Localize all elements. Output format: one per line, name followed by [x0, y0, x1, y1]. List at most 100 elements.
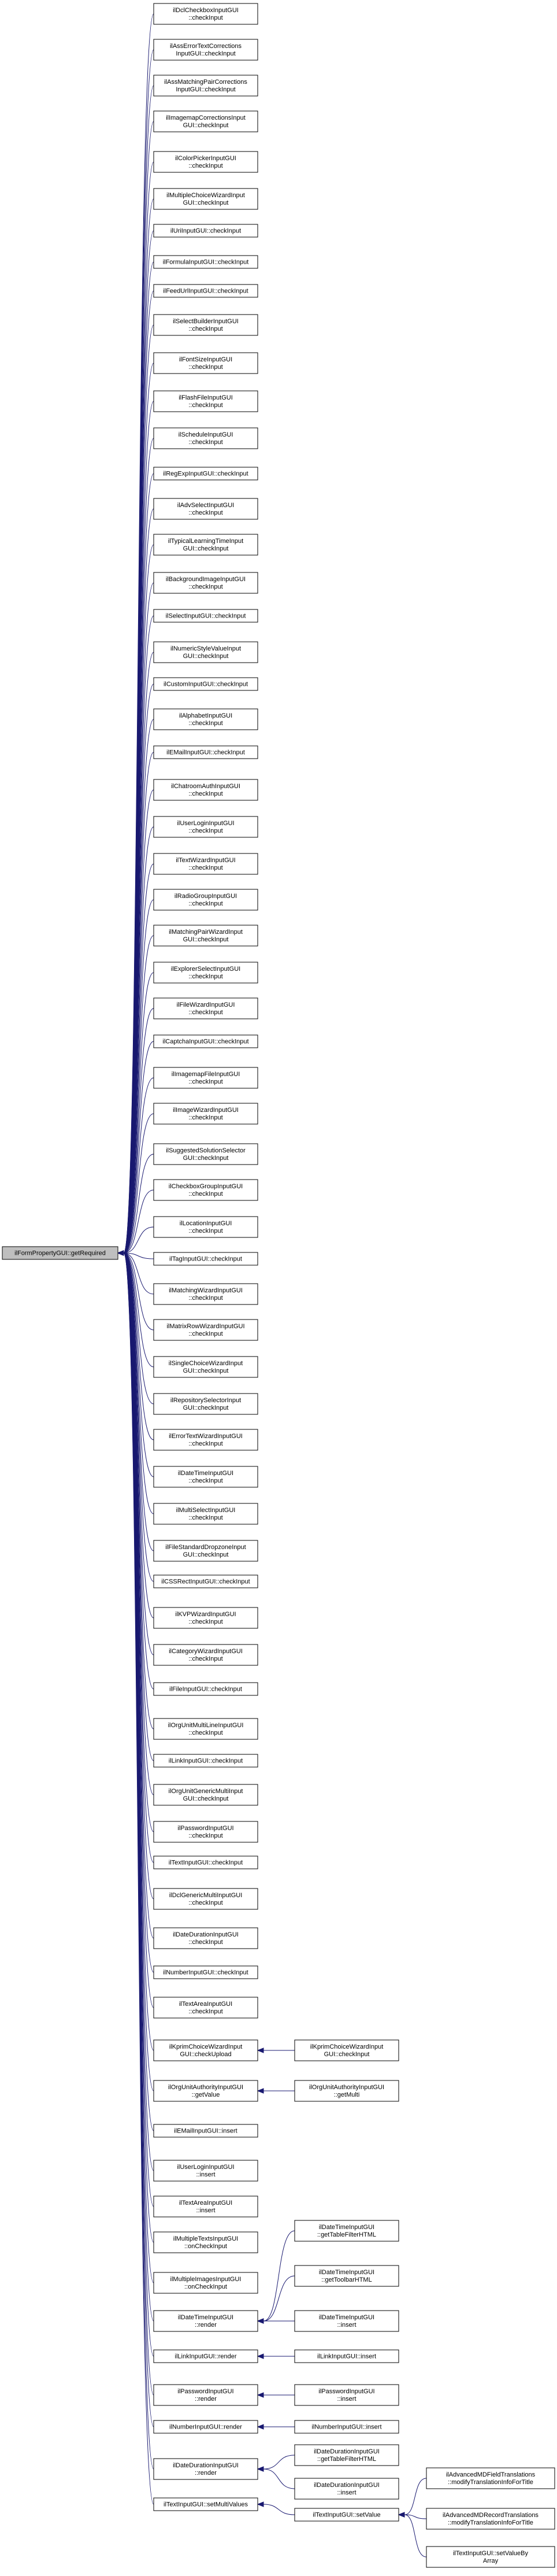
function-node[interactable]: ilOrgUnitMultiLineInputGUI::checkInput: [153, 1718, 258, 1740]
function-node[interactable]: ilDateTimeInputGUI::getTableFilterHTML: [294, 2220, 399, 2242]
function-node[interactable]: ilKVPWizardInputGUI::checkInput: [153, 1607, 258, 1629]
node-label: ::modifyTranslationInfoForTitle: [448, 2479, 533, 2486]
function-node[interactable]: ilAdvSelectInputGUI::checkInput: [153, 498, 258, 520]
function-node[interactable]: ilMultipleChoiceWizardInputGUI::checkInp…: [153, 188, 258, 210]
function-node[interactable]: ilPasswordInputGUI::render: [153, 2384, 258, 2406]
function-node[interactable]: ilPasswordInputGUI::checkInput: [153, 1821, 258, 1843]
function-node[interactable]: ilTypicalLearningTimeInputGUI::checkInpu…: [153, 534, 258, 556]
node-label: ilNumberInputGUI::render: [169, 2424, 242, 2431]
function-node[interactable]: ilChatroomAuthInputGUI::checkInput: [153, 779, 258, 801]
function-node[interactable]: ilDateTimeInputGUI::getToolbarHTML: [294, 2265, 399, 2287]
function-node[interactable]: ilRadioGroupInputGUI::checkInput: [153, 889, 258, 911]
function-node[interactable]: ilFormulaInputGUI::checkInput: [153, 255, 258, 269]
node-label: ::checkInput: [188, 14, 222, 21]
function-node[interactable]: ilTextAreaInputGUI::checkInput: [153, 1997, 258, 2019]
function-node[interactable]: ilTextInputGUI::checkInput: [153, 1856, 258, 1869]
function-node[interactable]: ilErrorTextWizardInputGUI::checkInput: [153, 1429, 258, 1451]
function-node[interactable]: ilImagemapCorrectionsInputGUI::checkInpu…: [153, 110, 258, 132]
node-box: [153, 284, 258, 298]
function-node[interactable]: ilFileWizardInputGUI::checkInput: [153, 997, 258, 1019]
call-edge: [123, 1077, 154, 1254]
function-node[interactable]: ilFlashFileInputGUI::checkInput: [153, 390, 258, 412]
function-node[interactable]: ilFileInputGUI::checkInput: [153, 1682, 258, 1696]
edge-arrowhead: [257, 2501, 264, 2507]
function-node[interactable]: ilDclCheckboxInputGUI::checkInput: [153, 3, 258, 25]
function-node[interactable]: ilSelectInputGUI::checkInput: [153, 609, 258, 623]
function-node[interactable]: ilScheduleInputGUI::checkInput: [153, 427, 258, 449]
function-node[interactable]: ilMultiSelectInputGUI::checkInput: [153, 1503, 258, 1525]
node-label: ::checkInput: [188, 583, 222, 590]
function-node[interactable]: ilMatrixRowWizardInputGUI::checkInput: [153, 1319, 258, 1341]
function-node[interactable]: ilAdvancedMDFieldTranslations::modifyTra…: [426, 2467, 555, 2489]
function-node[interactable]: ilTextInputGUI::setValue: [294, 2508, 399, 2522]
function-node[interactable]: ilNumberInputGUI::render: [153, 2420, 258, 2434]
function-node[interactable]: ilRegExpInputGUI::checkInput: [153, 467, 258, 481]
function-node[interactable]: ilUserLoginInputGUI::checkInput: [153, 816, 258, 838]
function-node[interactable]: ilDateTimeInputGUI::insert: [294, 2310, 399, 2332]
function-node[interactable]: ilColorPickerInputGUI::checkInput: [153, 151, 258, 173]
function-node[interactable]: ilMultipleTextsInputGUI::onCheckInput: [153, 2231, 258, 2253]
node-label: GUI::checkInput: [183, 122, 229, 129]
function-node[interactable]: ilDateTimeInputGUI::checkInput: [153, 1466, 258, 1488]
function-node[interactable]: ilTextWizardInputGUI::checkInput: [153, 853, 258, 875]
function-node[interactable]: ilOrgUnitAuthorityInputGUI::getMulti: [294, 2080, 399, 2102]
function-node[interactable]: ilDclGenericMultiInputGUI::checkInput: [153, 1888, 258, 1910]
function-node[interactable]: ilTextAreaInputGUI::insert: [153, 2196, 258, 2217]
function-node[interactable]: ilOrgUnitAuthorityInputGUI::getValue: [153, 2080, 258, 2102]
function-node[interactable]: ilUserLoginInputGUI::insert: [153, 2160, 258, 2182]
function-node[interactable]: ilImageWizardInputGUI::checkInput: [153, 1103, 258, 1125]
function-node[interactable]: ilDateTimeInputGUI::render: [153, 2310, 258, 2332]
function-node[interactable]: ilOrgUnitGenericMultiInputGUI::checkInpu…: [153, 1784, 258, 1806]
node-label: GUI::checkInput: [183, 1155, 229, 1162]
function-node[interactable]: ilNumberInputGUI::insert: [294, 2420, 399, 2434]
root-function-node[interactable]: ilFormPropertyGUI::getRequired: [2, 1246, 118, 1260]
function-node[interactable]: ilBackgroundImageInputGUI::checkInput: [153, 572, 258, 594]
function-node[interactable]: ilNumberInputGUI::checkInput: [153, 1965, 258, 1979]
function-node[interactable]: ilAssErrorTextCorrectionsInputGUI::check…: [153, 39, 258, 61]
function-node[interactable]: ilLinkInputGUI::render: [153, 2349, 258, 2363]
function-node[interactable]: ilAlphabetInputGUI::checkInput: [153, 708, 258, 730]
function-node[interactable]: ilCSSRectInputGUI::checkInput: [153, 1575, 258, 1588]
node-label: ilTextInputGUI::setValueBy: [453, 2550, 529, 2557]
function-node[interactable]: ilDateDurationInputGUI::getTableFilterHT…: [294, 2444, 399, 2466]
function-node[interactable]: ilCheckboxGroupInputGUI::checkInput: [153, 1179, 258, 1201]
node-label: ilDateTimeInputGUI: [319, 2269, 374, 2276]
function-node[interactable]: ilMultipleImagesInputGUI::onCheckInput: [153, 2272, 258, 2294]
node-label: ::checkInput: [188, 509, 222, 516]
function-node[interactable]: ilUriInputGUI::checkInput: [153, 224, 258, 238]
function-node[interactable]: ilAdvancedMDRecordTranslations::modifyTr…: [426, 2508, 555, 2530]
function-node[interactable]: ilFileStandardDropzoneInputGUI::checkInp…: [153, 1540, 258, 1562]
function-node[interactable]: ilAssMatchingPairCorrectionsInputGUI::ch…: [153, 75, 258, 97]
function-node[interactable]: ilLocationInputGUI::checkInput: [153, 1216, 258, 1238]
function-node[interactable]: ilCustomInputGUI::checkInput: [153, 677, 258, 691]
function-node[interactable]: ilDateDurationInputGUI::checkInput: [153, 1927, 258, 1949]
function-node[interactable]: ilEMailInputGUI::insert: [153, 2124, 258, 2138]
function-node[interactable]: ilCategoryWizardInputGUI::checkInput: [153, 1644, 258, 1666]
function-node[interactable]: ilTagInputGUI::checkInput: [153, 1252, 258, 1266]
function-node[interactable]: ilFontSizeInputGUI::checkInput: [153, 352, 258, 374]
function-node[interactable]: ilMatchingWizardInputGUI::checkInput: [153, 1283, 258, 1305]
function-node[interactable]: ilSelectBuilderInputGUI::checkInput: [153, 314, 258, 336]
function-node[interactable]: ilExplorerSelectInputGUI::checkInput: [153, 962, 258, 984]
function-node[interactable]: ilImagemapFileInputGUI::checkInput: [153, 1067, 258, 1089]
function-node[interactable]: ilLinkInputGUI::checkInput: [153, 1754, 258, 1768]
function-node[interactable]: ilSuggestedSolutionSelectorGUI::checkInp…: [153, 1143, 258, 1165]
function-node[interactable]: ilLinkInputGUI::insert: [294, 2349, 399, 2363]
function-node[interactable]: ilDateDurationInputGUI::render: [153, 2458, 258, 2480]
function-node[interactable]: ilDateDurationInputGUI::insert: [294, 2478, 399, 2500]
function-node[interactable]: ilCaptchaInputGUI::checkInput: [153, 1034, 258, 1048]
function-node[interactable]: ilFeedUrlInputGUI::checkInput: [153, 284, 258, 298]
node-label: ::render: [195, 2396, 217, 2403]
node-label: GUI::checkInput: [183, 545, 229, 552]
function-node[interactable]: ilTextInputGUI::setMultiValues: [153, 2497, 258, 2511]
call-edge: [123, 1113, 154, 1254]
function-node[interactable]: ilEMailInputGUI::checkInput: [153, 745, 258, 759]
function-node[interactable]: ilPasswordInputGUI::insert: [294, 2384, 399, 2406]
